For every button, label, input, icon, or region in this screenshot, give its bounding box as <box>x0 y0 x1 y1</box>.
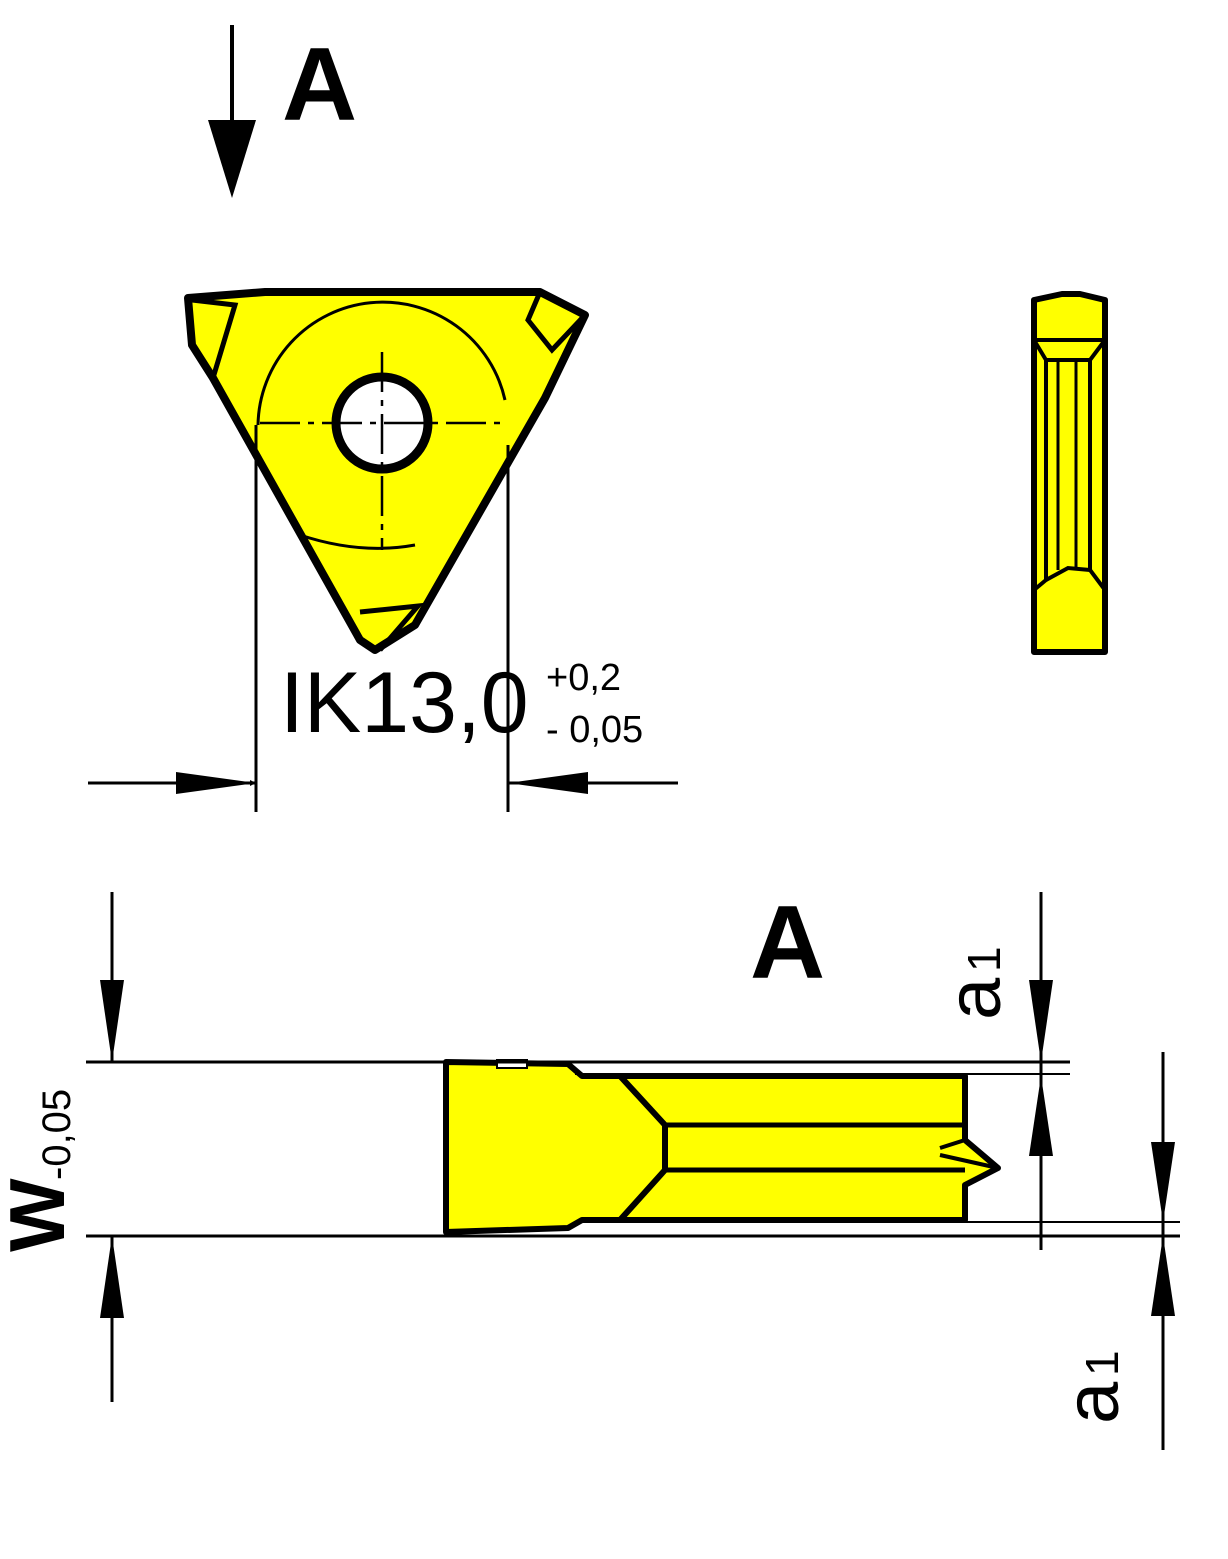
ik-upper-tolerance: +0,2 <box>546 657 621 699</box>
triangular-insert-top-view <box>184 288 589 654</box>
section-label-a: A <box>750 885 825 1001</box>
w-dimension-tolerance: -0,05 <box>35 1089 79 1180</box>
w-dimension-lines <box>86 892 1180 1402</box>
a1-label-bottom: a <box>1050 1381 1135 1424</box>
a1-dimension-top <box>575 892 1070 1250</box>
ik-lower-tolerance: - 0,05 <box>546 709 643 751</box>
view-direction-arrow <box>208 25 256 198</box>
insert-view-a <box>443 1059 1001 1235</box>
view-label-a: A <box>282 27 357 143</box>
insert-side-view <box>1031 291 1108 655</box>
ik-dimension-label: IK13,0 <box>280 655 529 751</box>
a1-subscript-top: 1 <box>958 946 1010 972</box>
w-dimension-label: W <box>0 1178 81 1252</box>
a1-label-top: a <box>932 977 1017 1020</box>
ik-dimension-lines <box>88 425 678 812</box>
a1-subscript-bottom: 1 <box>1076 1350 1128 1376</box>
a1-dimension-bottom <box>575 1052 1180 1450</box>
